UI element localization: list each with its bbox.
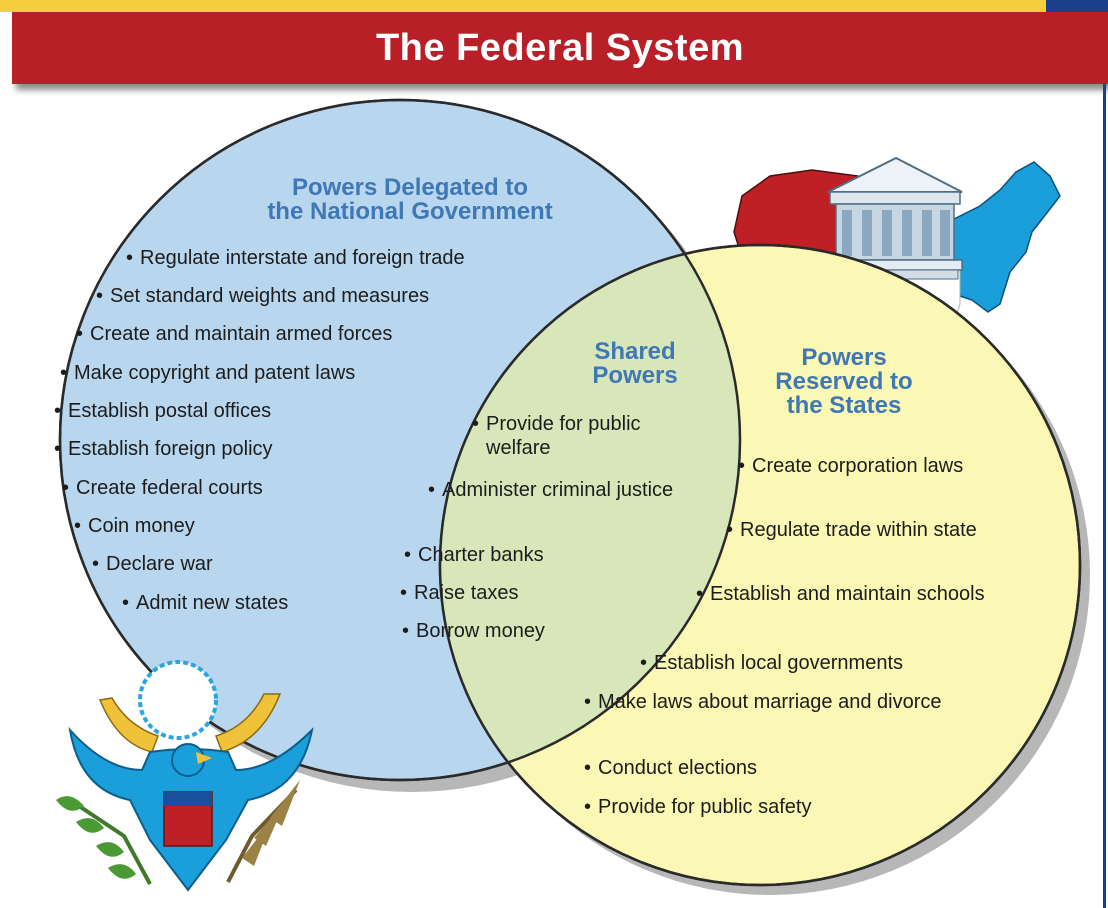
national-list-item: •Create federal courts	[62, 477, 263, 499]
shared-list-item: •Administer criminal justice	[428, 479, 674, 501]
states-list-item: •Conduct elections	[584, 757, 757, 779]
states-circle-outline	[438, 243, 1082, 887]
national-heading-line-1: Powers Delegated to	[291, 174, 529, 201]
right-edge-rule	[1103, 84, 1106, 908]
shared-heading-line-1: Shared	[594, 338, 676, 365]
states-list-item: •Make laws about marriage and divorce	[584, 691, 942, 713]
shared-list-item: •Provide for public welfare	[472, 413, 641, 459]
states-list-item: •Establish and maintain schools	[696, 583, 985, 605]
shared-list-item: •Borrow money	[402, 620, 545, 642]
national-list-item: •Establish foreign policy	[54, 438, 273, 460]
shared-heading-line-2: Powers	[592, 362, 678, 389]
eagle-seal-icon	[56, 660, 314, 892]
states-list-item: •Establish local governments	[640, 652, 904, 674]
national-list-item: •Establish postal offices	[54, 400, 272, 422]
shared-list-item: •Raise taxes	[400, 582, 519, 604]
national-list-item: •Make copyright and patent laws	[60, 362, 356, 384]
national-heading-line-2: the National Government	[267, 198, 553, 225]
states-list-item: •Provide for public safety	[584, 796, 812, 818]
national-list-item: •Create and maintain armed forces	[76, 323, 393, 345]
states-heading-line-3: the States	[786, 392, 902, 419]
title-bar: The Federal System	[12, 12, 1108, 84]
states-heading-line-1: Powers	[801, 344, 887, 371]
states-heading: Powers Reserved to the States	[744, 346, 944, 418]
page-title: The Federal System	[375, 26, 745, 69]
national-list-item: •Declare war	[92, 553, 213, 575]
states-list-item: •Regulate trade within state	[726, 519, 977, 541]
national-list-item: •Set standard weights and measures	[96, 285, 430, 307]
national-list-item: •Admit new states	[122, 592, 289, 614]
national-heading: Powers Delegated to the National Governm…	[180, 176, 640, 224]
national-circle-outline	[58, 98, 742, 782]
states-list-item: •Create corporation laws	[738, 455, 964, 477]
states-heading-line-2: Reserved to	[775, 368, 913, 395]
national-list-item: •Regulate interstate and foreign trade	[126, 247, 465, 269]
shared-heading: Shared Powers	[560, 340, 710, 388]
shared-list-item: •Charter banks	[404, 544, 544, 566]
national-list-item: •Coin money	[74, 515, 195, 537]
top-stripe	[0, 0, 1108, 12]
corner-tab	[1046, 0, 1108, 12]
